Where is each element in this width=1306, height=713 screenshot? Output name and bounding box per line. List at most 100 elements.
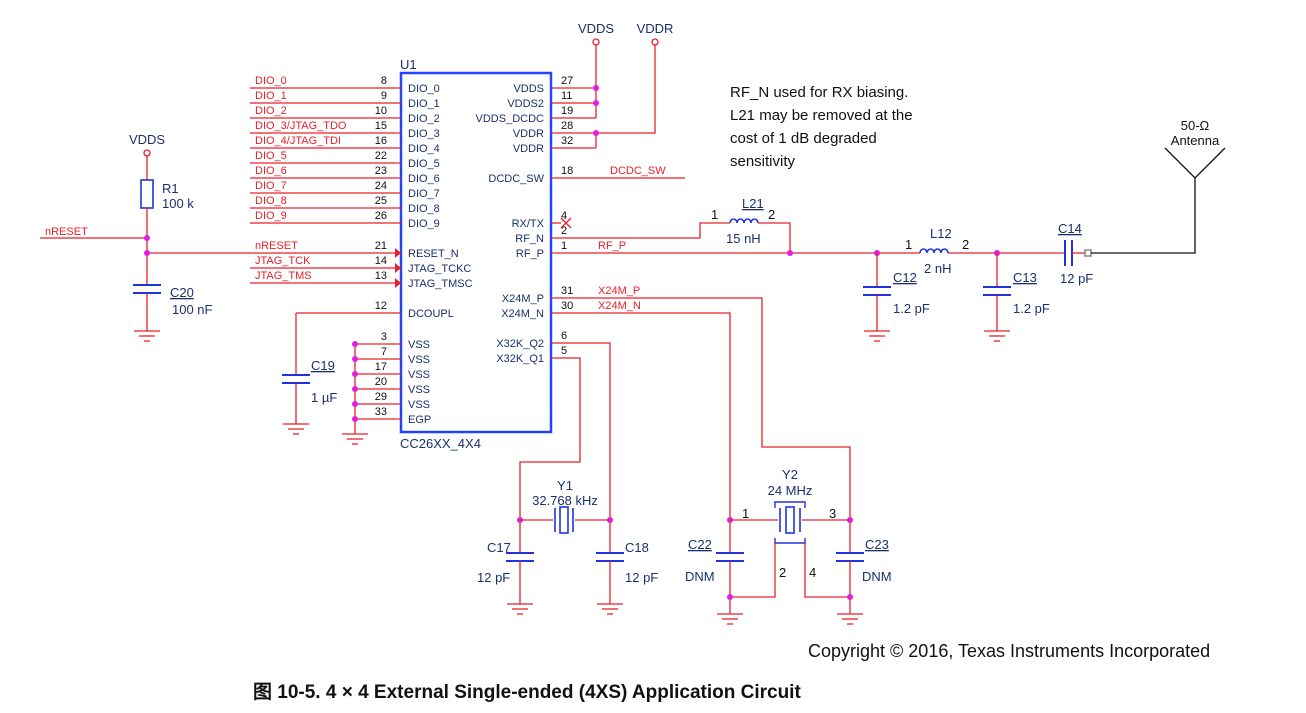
c22-value: DNM	[685, 569, 715, 584]
pin-number: 30	[561, 300, 573, 312]
design-note-line: L21 may be removed at the	[730, 107, 913, 124]
pin-number: 4	[561, 210, 567, 222]
pin-number: 5	[561, 345, 567, 357]
pin-number: 29	[375, 391, 387, 403]
pin-number: 32	[561, 135, 573, 147]
wire	[758, 222, 791, 253]
pin-name: DIO_1	[408, 98, 440, 110]
pin-name: DCDC_SW	[488, 173, 544, 185]
pin-name: EGP	[408, 414, 431, 426]
pin-name: DIO_0	[408, 83, 440, 95]
pin-name: DIO_6	[408, 173, 440, 185]
pin-name: RF_P	[516, 248, 544, 260]
pin-name: RF_N	[515, 233, 544, 245]
c20-value: 100 nF	[172, 302, 213, 317]
wire	[596, 45, 656, 134]
l12-ref: L12	[930, 226, 952, 241]
pin-name: VDDS_DCDC	[476, 113, 545, 125]
pin-name: X32K_Q1	[496, 353, 544, 365]
c17-ref: C17	[487, 540, 511, 555]
y2-case	[774, 501, 806, 508]
net-label: DIO_6	[255, 165, 287, 177]
junction-dot	[352, 341, 358, 347]
pin-name: DIO_5	[408, 158, 440, 170]
c19-ref: C19	[311, 358, 335, 373]
l12-pin1: 1	[905, 237, 912, 252]
wire	[551, 342, 611, 553]
pin-name: VSS	[408, 384, 430, 396]
ground-icon	[837, 608, 863, 625]
pin-number: 23	[375, 165, 387, 177]
pin-number: 7	[381, 346, 387, 358]
ground-icon	[507, 598, 533, 615]
ground-icon	[283, 418, 309, 435]
c22-ref: C22	[688, 537, 712, 552]
inductor-l21	[729, 218, 759, 224]
l12-pin2: 2	[962, 237, 969, 252]
pin-number: 19	[561, 105, 573, 117]
power-port-icon	[592, 38, 600, 46]
y2-case	[774, 538, 806, 544]
pin-name: VDDS	[513, 83, 544, 95]
pin-number: 6	[561, 330, 567, 342]
ground-icon	[864, 325, 890, 342]
inductor-l12	[919, 248, 949, 254]
c18-value: 12 pF	[625, 570, 658, 585]
crystal-y2	[785, 506, 795, 534]
pin-number: 25	[375, 195, 387, 207]
wire	[730, 543, 776, 598]
y2-pin3: 3	[829, 506, 836, 521]
pin-number: 18	[561, 165, 573, 177]
c13-value: 1.2 pF	[1013, 301, 1050, 316]
vdds-label: VDDS	[578, 21, 614, 36]
net-label: DIO_7	[255, 180, 287, 192]
y2-pin1: 1	[742, 506, 749, 521]
junction-dot	[593, 85, 599, 91]
l21-value: 15 nH	[726, 231, 761, 246]
pin-name: VSS	[408, 369, 430, 381]
pin-name: VSS	[408, 354, 430, 366]
pin-number: 14	[375, 255, 387, 267]
junction-dot	[144, 235, 150, 241]
pin-number: 20	[375, 376, 387, 388]
junction-dot	[144, 250, 150, 256]
junction-dot	[787, 250, 793, 256]
net-label: nRESET	[255, 240, 298, 252]
pin-name: DIO_8	[408, 203, 440, 215]
antenna-impedance: 50-Ω	[1181, 118, 1210, 133]
net-label: JTAG_TMS	[255, 270, 312, 282]
r1-ref: R1	[162, 181, 179, 196]
pin-number: 2	[561, 225, 567, 237]
wire	[519, 357, 581, 553]
pin-name: VSS	[408, 339, 430, 351]
junction-dot	[727, 594, 733, 600]
power-port-icon	[651, 38, 659, 46]
c14-ref: C14	[1058, 221, 1082, 236]
pin-name: VSS	[408, 399, 430, 411]
net-label: DIO_9	[255, 210, 287, 222]
junction-dot	[593, 100, 599, 106]
input-arrow-icon	[395, 263, 401, 273]
net-label: DIO_8	[255, 195, 287, 207]
pin-name: JTAG_TMSC	[408, 278, 473, 290]
pin-number: 31	[561, 285, 573, 297]
resistor-r1	[140, 179, 154, 209]
ground-icon	[134, 325, 160, 342]
pin-number: 15	[375, 120, 387, 132]
net-label: DIO_4/JTAG_TDI	[255, 135, 341, 147]
pin-number: 11	[561, 90, 572, 102]
power-port-icon	[143, 149, 151, 157]
design-note-line: cost of 1 dB degraded	[730, 130, 877, 147]
design-note-line: sensitivity	[730, 153, 796, 170]
wire	[804, 543, 850, 598]
c23-ref: C23	[865, 537, 889, 552]
pin-name: JTAG_TCKC	[408, 263, 471, 275]
junction-dot	[352, 356, 358, 362]
r1-value: 100 k	[162, 196, 194, 211]
pin-name: RX/TX	[512, 218, 545, 230]
y1-ref: Y1	[557, 478, 573, 493]
net-label: RF_P	[598, 240, 626, 252]
wire	[551, 312, 731, 553]
junction-dot	[593, 130, 599, 136]
c18-ref: C18	[625, 540, 649, 555]
